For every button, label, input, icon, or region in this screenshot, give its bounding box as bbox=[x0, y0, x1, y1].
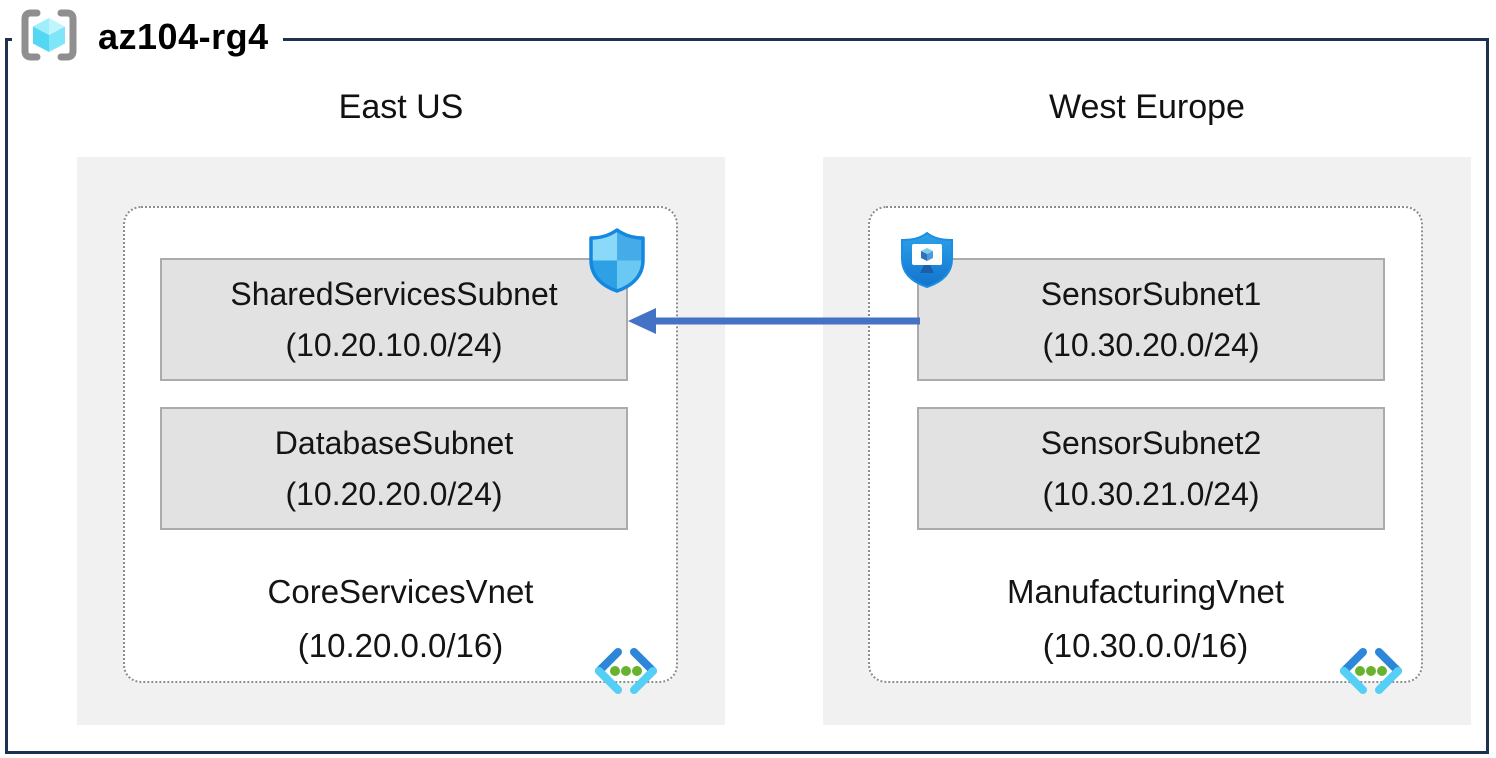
subnet-cidr: (10.20.10.0/24) bbox=[285, 326, 503, 363]
subnet-sensorsubnet1: SensorSubnet1 (10.30.20.0/24) bbox=[917, 258, 1385, 381]
resource-group-frame bbox=[5, 38, 1489, 754]
subnet-sharedservicessubnet: SharedServicesSubnet (10.20.10.0/24) bbox=[160, 258, 628, 381]
nsg-shield-icon bbox=[585, 227, 649, 298]
subnet-databasesubnet: DatabaseSubnet (10.20.20.0/24) bbox=[160, 407, 628, 530]
virtual-network-icon bbox=[1337, 647, 1405, 700]
subnet-name: SensorSubnet2 bbox=[1040, 424, 1262, 461]
virtual-network-icon bbox=[592, 647, 660, 700]
vnet-name: CoreServicesVnet bbox=[267, 573, 534, 610]
vnet-label-manufacturingvnet: ManufacturingVnet (10.30.0.0/16) bbox=[868, 565, 1423, 673]
peering-arrow-icon bbox=[622, 300, 922, 347]
vnet-cidr: (10.30.0.0/16) bbox=[1042, 627, 1249, 664]
vnet-name: ManufacturingVnet bbox=[1006, 573, 1284, 610]
subnet-cidr: (10.20.20.0/24) bbox=[285, 475, 503, 512]
subnet-sensorsubnet2: SensorSubnet2 (10.30.21.0/24) bbox=[917, 407, 1385, 530]
asg-shield-icon bbox=[897, 231, 957, 294]
region-label-west-europe: West Europe bbox=[1049, 88, 1245, 126]
subnet-name: DatabaseSubnet bbox=[274, 424, 514, 461]
subnet-name: SharedServicesSubnet bbox=[230, 275, 558, 312]
subnet-cidr: (10.30.20.0/24) bbox=[1042, 326, 1260, 363]
subnet-cidr: (10.30.21.0/24) bbox=[1042, 475, 1260, 512]
subnet-name: SensorSubnet1 bbox=[1040, 275, 1262, 312]
vnet-cidr: (10.20.0.0/16) bbox=[297, 627, 504, 664]
resource-group-icon bbox=[16, 7, 82, 68]
resource-group-title: az104-rg4 bbox=[98, 16, 269, 57]
region-label-east-us: East US bbox=[338, 88, 464, 126]
resource-group-legend: az104-rg4 bbox=[12, 2, 283, 72]
vnet-label-coreservicesvnet: CoreServicesVnet (10.20.0.0/16) bbox=[123, 565, 678, 673]
